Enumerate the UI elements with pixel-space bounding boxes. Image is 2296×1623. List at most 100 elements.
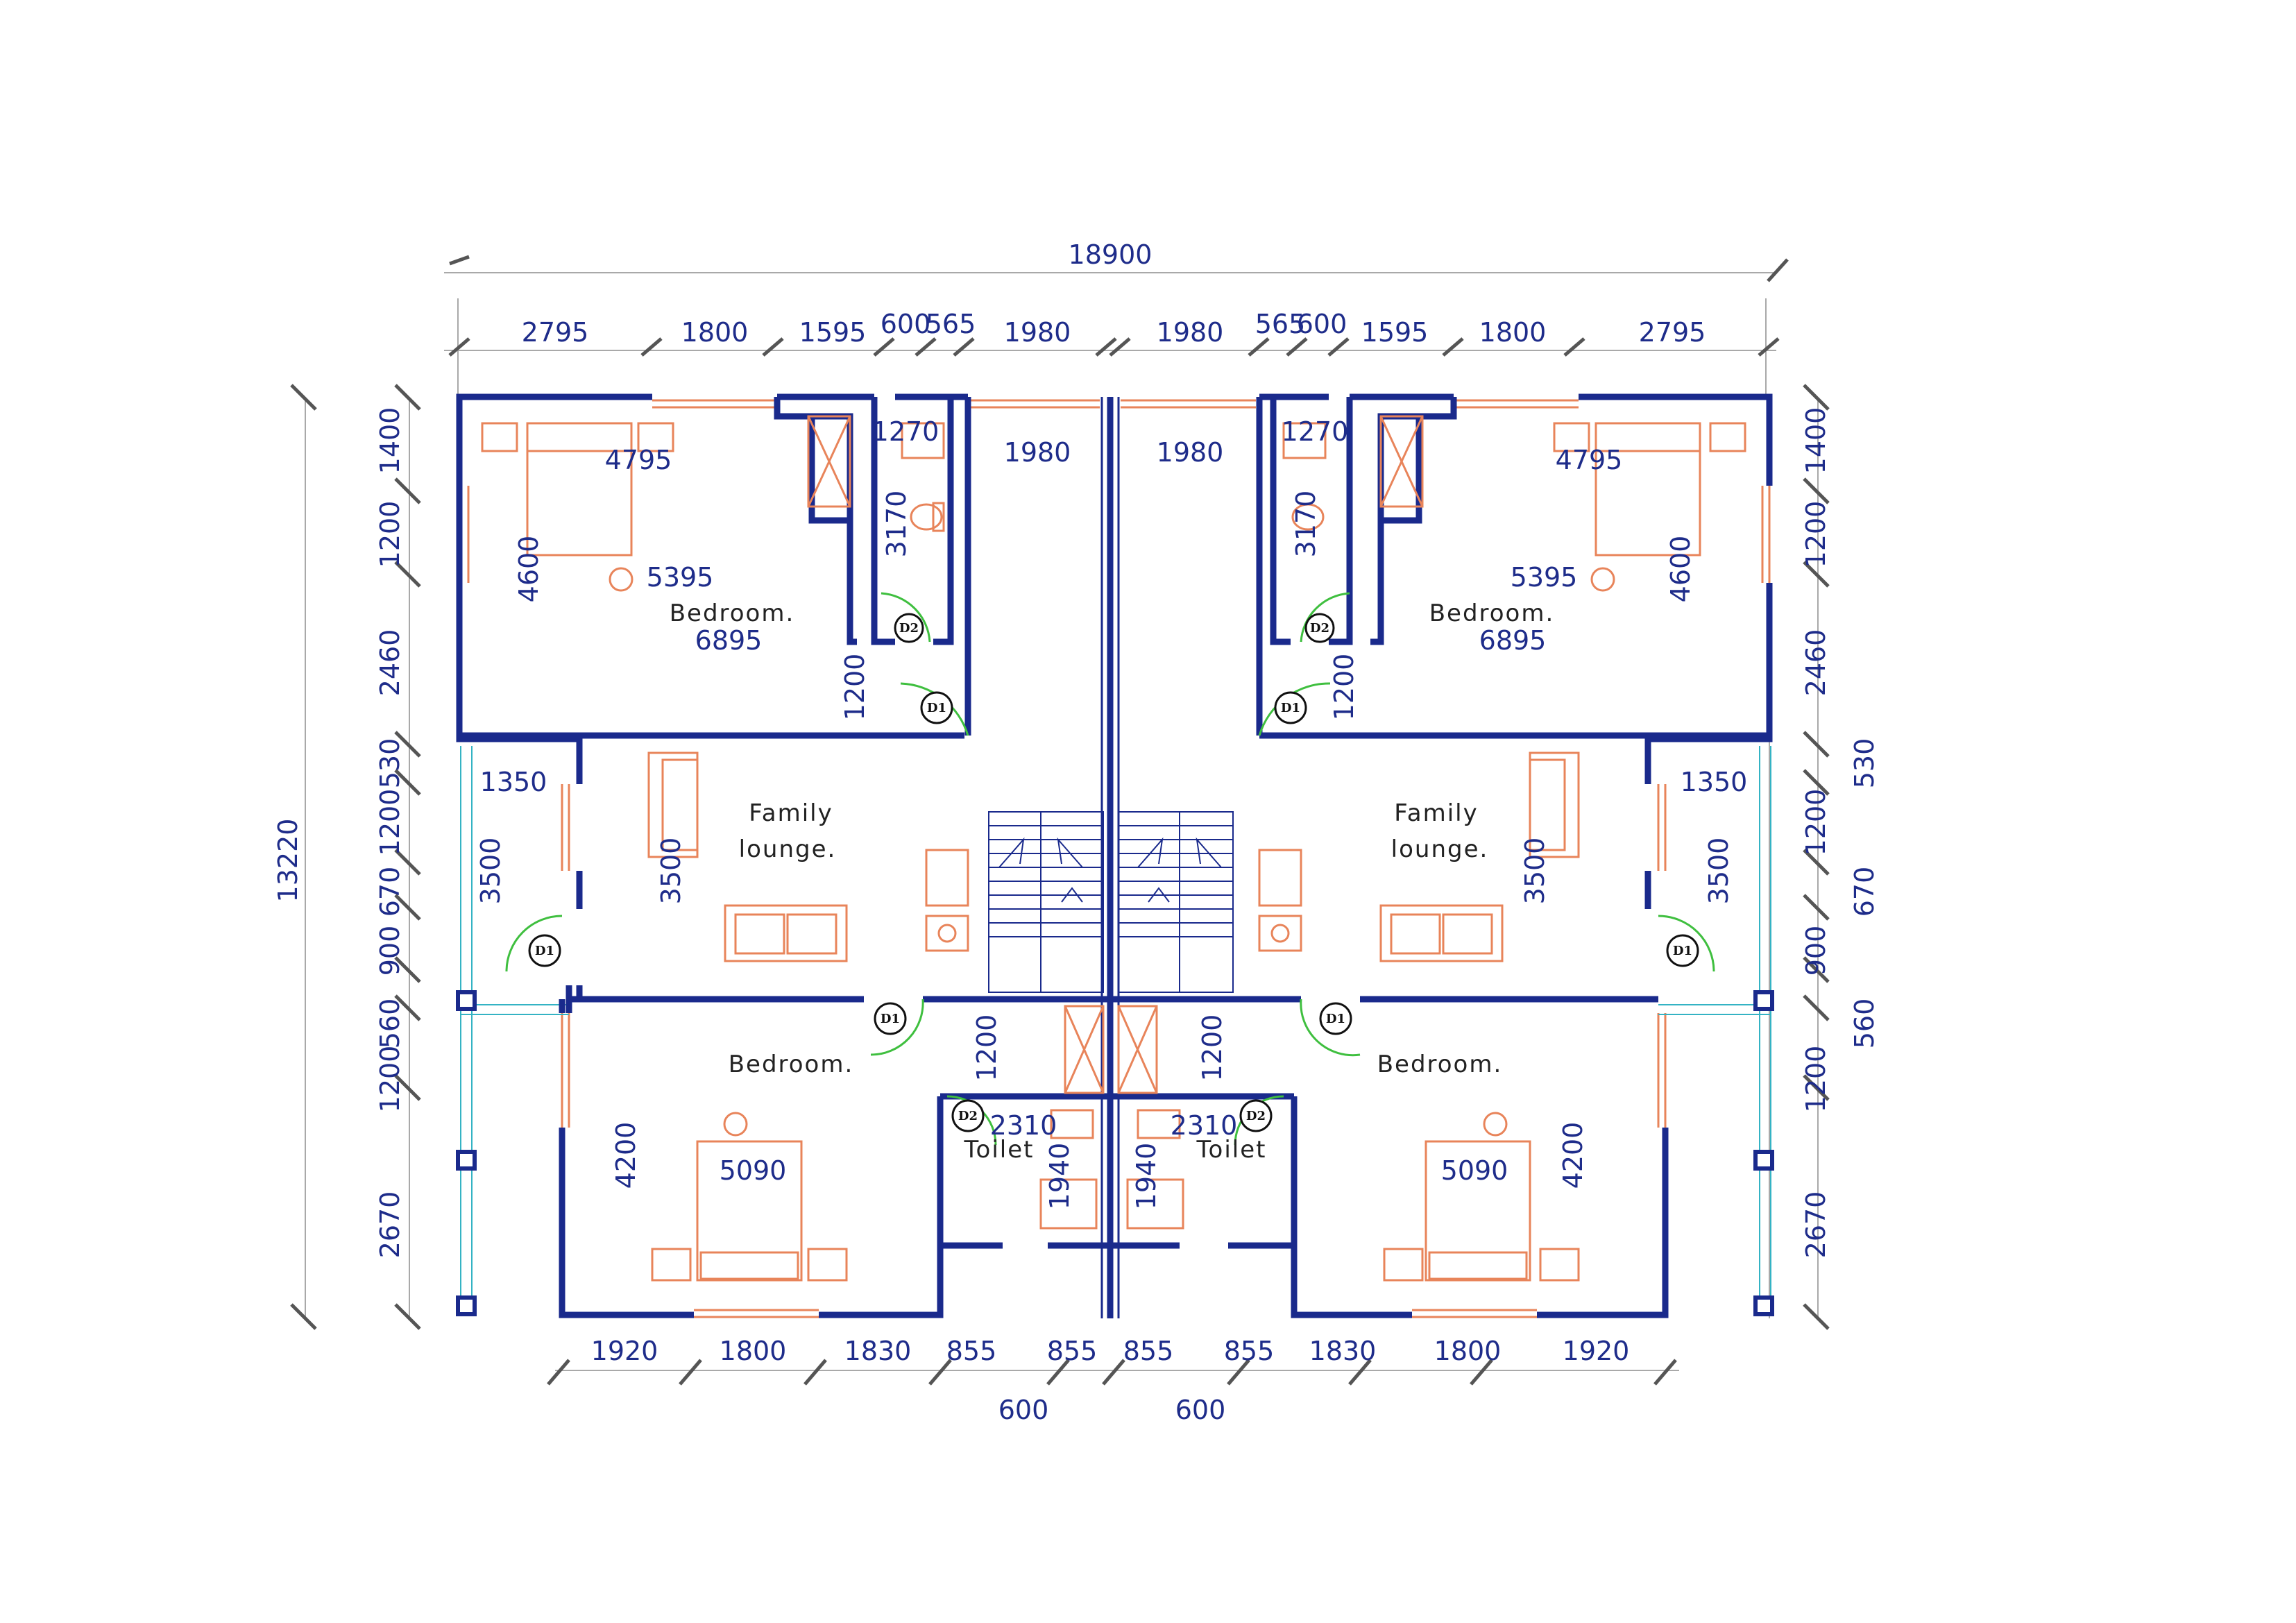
door-tag-d1-top-left: D1 <box>920 691 953 724</box>
svg-text:4200: 4200 <box>1558 1122 1588 1189</box>
dim-overall-width: 18900 <box>1069 239 1153 270</box>
furniture-lower-bedrooms <box>651 1005 1580 1282</box>
top-ticks <box>448 337 1780 357</box>
side-ticks <box>290 384 1830 1330</box>
walls <box>456 393 1773 1318</box>
dim-left-6: 670 <box>375 867 405 917</box>
svg-text:D1: D1 <box>881 1012 900 1026</box>
svg-text:D1: D1 <box>535 944 554 958</box>
furniture-bath <box>901 422 1327 532</box>
bottom-ticks <box>547 1359 1677 1386</box>
dim-right-7: 900 <box>1801 926 1831 976</box>
svg-text:3500: 3500 <box>1520 838 1550 905</box>
dim-top-4: 600 <box>881 309 931 339</box>
door-tag-d2-left-toilet: D2 <box>951 1099 985 1132</box>
door-tag-d1-left-lower: D1 <box>874 1002 907 1035</box>
svg-text:1200: 1200 <box>840 654 870 721</box>
room-bedroom-top-left: Bedroom. <box>670 600 795 627</box>
svg-text:3170: 3170 <box>881 491 912 558</box>
dim-left-7: 900 <box>375 926 405 976</box>
dimension-labels-right: 1400 1200 2460 530 1200 670 900 560 1200… <box>1801 407 1880 1259</box>
svg-text:D2: D2 <box>958 1109 978 1123</box>
svg-text:2310: 2310 <box>1171 1110 1238 1141</box>
svg-text:1980: 1980 <box>1157 437 1224 468</box>
furniture-top-left-bedroom <box>481 415 851 592</box>
room-family-left-1: Family <box>749 799 833 827</box>
door-tag-d1-right-lounge: D1 <box>1666 934 1699 967</box>
staircase-left <box>988 811 1104 993</box>
svg-text:3500: 3500 <box>656 838 686 905</box>
dim-bottom-7: 855 <box>1224 1336 1275 1366</box>
svg-text:5090: 5090 <box>720 1155 787 1186</box>
dim-bottom-5: 855 <box>1047 1336 1098 1366</box>
svg-text:3500: 3500 <box>475 838 506 905</box>
svg-text:1350: 1350 <box>480 767 547 797</box>
dim-right-8: 560 <box>1849 999 1880 1049</box>
dim-right-2: 1200 <box>1801 501 1831 568</box>
dim-right-1: 1400 <box>1801 407 1831 475</box>
svg-text:2310: 2310 <box>990 1110 1057 1141</box>
svg-text:4600: 4600 <box>1665 536 1696 603</box>
columns <box>456 990 1774 1316</box>
furniture-top-right-bedroom <box>1379 415 1746 592</box>
dim-bottom-9: 1800 <box>1434 1336 1502 1366</box>
room-family-right-2: lounge. <box>1391 835 1489 863</box>
svg-text:1200: 1200 <box>971 1014 1002 1082</box>
dim-right-9: 1200 <box>1801 1046 1831 1113</box>
dim-top-1: 2795 <box>522 317 589 348</box>
svg-text:4795: 4795 <box>605 445 672 475</box>
dimension-labels-top: 18900 2795 1800 1595 600 565 1980 1980 5… <box>522 239 1706 348</box>
dim-right-4: 530 <box>1849 738 1880 789</box>
dim-bottom-sub-1: 600 <box>998 1395 1049 1425</box>
dim-left-4: 530 <box>375 738 405 789</box>
door-tag-d1-left-lounge: D1 <box>528 934 561 967</box>
door-tag-d2-right-toilet: D2 <box>1239 1099 1273 1132</box>
dim-left-10: 2670 <box>375 1191 405 1259</box>
dim-overall-depth: 13220 <box>273 819 303 903</box>
dim-left-5: 1200 <box>375 789 405 856</box>
dim-left-1: 1400 <box>375 407 405 475</box>
svg-text:D1: D1 <box>1326 1012 1345 1026</box>
svg-text:1940: 1940 <box>1131 1143 1162 1210</box>
door-tag-d1-top-right: D1 <box>1274 691 1307 724</box>
svg-text:4200: 4200 <box>611 1122 641 1189</box>
dim-top-9: 600 <box>1297 309 1347 339</box>
dim-top-6: 1980 <box>1004 317 1071 348</box>
room-family-left-2: lounge. <box>739 835 837 863</box>
svg-text:1270: 1270 <box>1282 416 1349 447</box>
dim-bottom-3: 1830 <box>844 1336 912 1366</box>
svg-text:6895: 6895 <box>1479 625 1547 656</box>
room-bedroom-bottom-left: Bedroom. <box>729 1051 854 1078</box>
svg-text:5395: 5395 <box>1511 562 1578 593</box>
room-labels: Bedroom. Family lounge. Bedroom. Toilet … <box>670 600 1555 1164</box>
svg-text:D1: D1 <box>927 701 946 715</box>
svg-text:5090: 5090 <box>1441 1155 1508 1186</box>
door-tag-d1-right-lower: D1 <box>1319 1002 1352 1035</box>
svg-text:4600: 4600 <box>513 536 544 603</box>
svg-text:1980: 1980 <box>1004 437 1071 468</box>
door-swings <box>505 592 1715 1146</box>
dim-left-3: 2460 <box>375 629 405 697</box>
room-bedroom-bottom-right: Bedroom. <box>1377 1051 1503 1078</box>
dim-top-5: 565 <box>926 309 976 339</box>
dimension-labels-bottom: 1920 1800 1830 855 855 855 855 1830 1800… <box>591 1336 1630 1425</box>
furniture-lounges <box>647 751 1580 962</box>
veranda-lines <box>460 746 1771 1308</box>
svg-text:D1: D1 <box>1281 701 1300 715</box>
dim-left-9: 1200 <box>375 1046 405 1113</box>
dim-right-10: 2670 <box>1801 1191 1831 1259</box>
dim-bottom-6: 855 <box>1123 1336 1174 1366</box>
dim-bottom-1: 1920 <box>591 1336 658 1366</box>
dim-top-10: 1595 <box>1361 317 1429 348</box>
svg-text:1940: 1940 <box>1044 1143 1075 1210</box>
staircase-right <box>1118 811 1234 993</box>
dimension-labels-interior: 4795 5395 6895 4600 1270 3170 1980 1200 … <box>475 416 1747 1209</box>
svg-text:1350: 1350 <box>1681 767 1748 797</box>
dim-bottom-2: 1800 <box>720 1336 787 1366</box>
dim-top-2: 1800 <box>681 317 749 348</box>
svg-text:6895: 6895 <box>695 625 763 656</box>
room-bedroom-top-right: Bedroom. <box>1429 600 1555 627</box>
svg-text:1200: 1200 <box>1197 1014 1227 1082</box>
dim-bottom-8: 1830 <box>1309 1336 1377 1366</box>
